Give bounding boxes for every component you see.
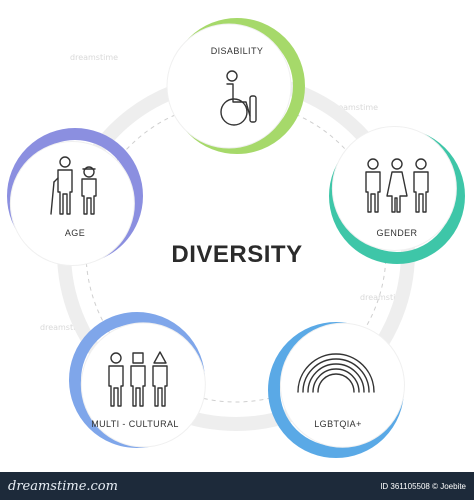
footer-bar: dreamstime.com ID 361105508 © Joebite — [0, 472, 474, 500]
node-circles — [9, 23, 457, 448]
watermark: dreamstime — [330, 103, 378, 112]
node-circle-lgbtqia — [279, 322, 405, 448]
node-age: AGE — [50, 156, 97, 238]
people-heads-icon — [108, 351, 168, 407]
footer-brand: dreamstime.com — [8, 478, 118, 494]
node-label-age: AGE — [65, 228, 85, 238]
node-label-disability: DISABILITY — [211, 46, 264, 56]
rainbow-arcs-icon — [297, 353, 375, 393]
diversity-diagram: dreamstime dreamstime dreamstime dreamst… — [7, 18, 465, 458]
node-circle-age — [9, 141, 135, 267]
node-label-gender: GENDER — [377, 228, 418, 238]
watermark: dreamstime — [360, 293, 408, 302]
node-label-multi-cultural: MULTI - CULTURAL — [91, 419, 179, 429]
wheelchair-icon — [220, 70, 257, 126]
node-label-lgbtqia: LGBTQIA+ — [314, 419, 361, 429]
node-multi-cultural: MULTI - CULTURAL — [91, 351, 179, 429]
node-gender: GENDER — [365, 158, 429, 238]
node-circle-disability — [166, 23, 292, 149]
gender-people-icon — [365, 158, 429, 213]
elderly-child-icon — [50, 156, 97, 215]
watermark: dreamstime — [70, 53, 118, 62]
watermark: dreamstime — [40, 323, 88, 332]
node-disability: DISABILITY — [211, 46, 264, 126]
footer-image-id: ID 361105508 © Joebite — [380, 481, 466, 491]
center-title: DIVERSITY — [171, 241, 302, 268]
node-circle-gender — [331, 125, 457, 251]
node-lgbtqia: LGBTQIA+ — [297, 353, 375, 429]
